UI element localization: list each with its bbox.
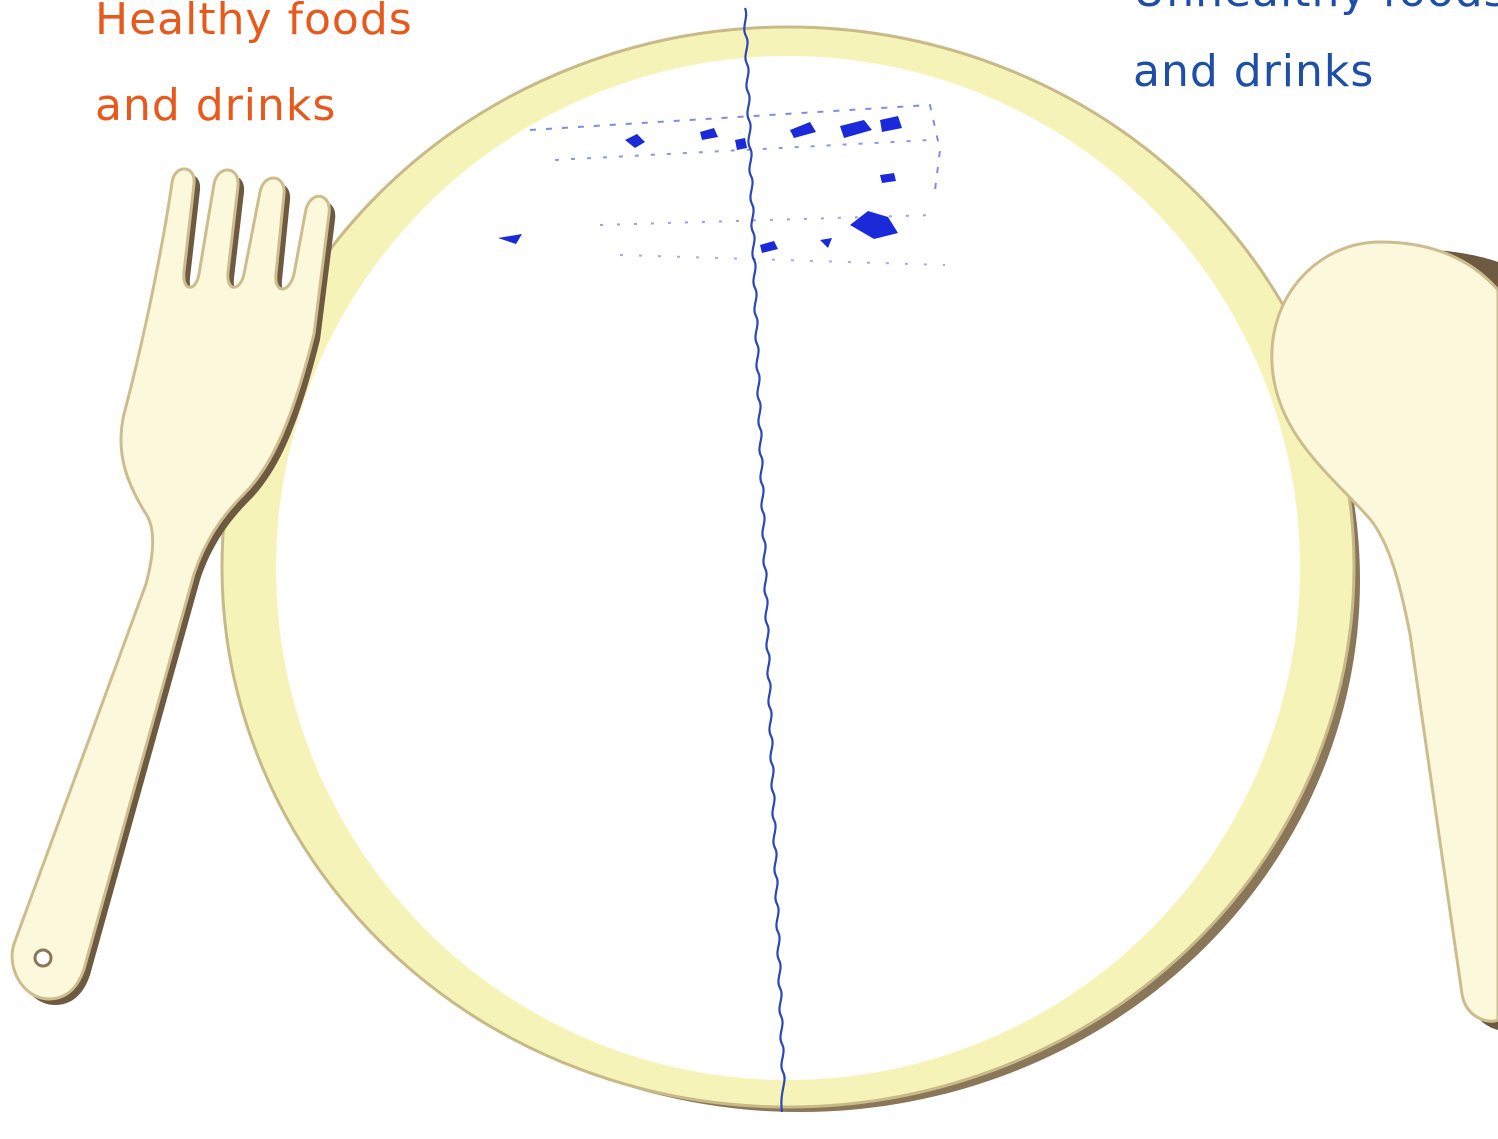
unhealthy-heading-line1: Unhealthy foods [1133, 0, 1498, 50]
unhealthy-foods-heading: Unhealthy foods and drinks [1133, 0, 1498, 94]
unhealthy-heading-line2: and drinks [1133, 50, 1498, 94]
plate-center [276, 56, 1300, 1080]
healthy-heading-line1: Healthy foods [95, 0, 413, 84]
plate-icon [222, 27, 1360, 1112]
healthy-heading-line2: and drinks [95, 84, 413, 128]
fork-hole [35, 950, 51, 966]
healthy-foods-heading: Healthy foods and drinks [95, 0, 413, 128]
